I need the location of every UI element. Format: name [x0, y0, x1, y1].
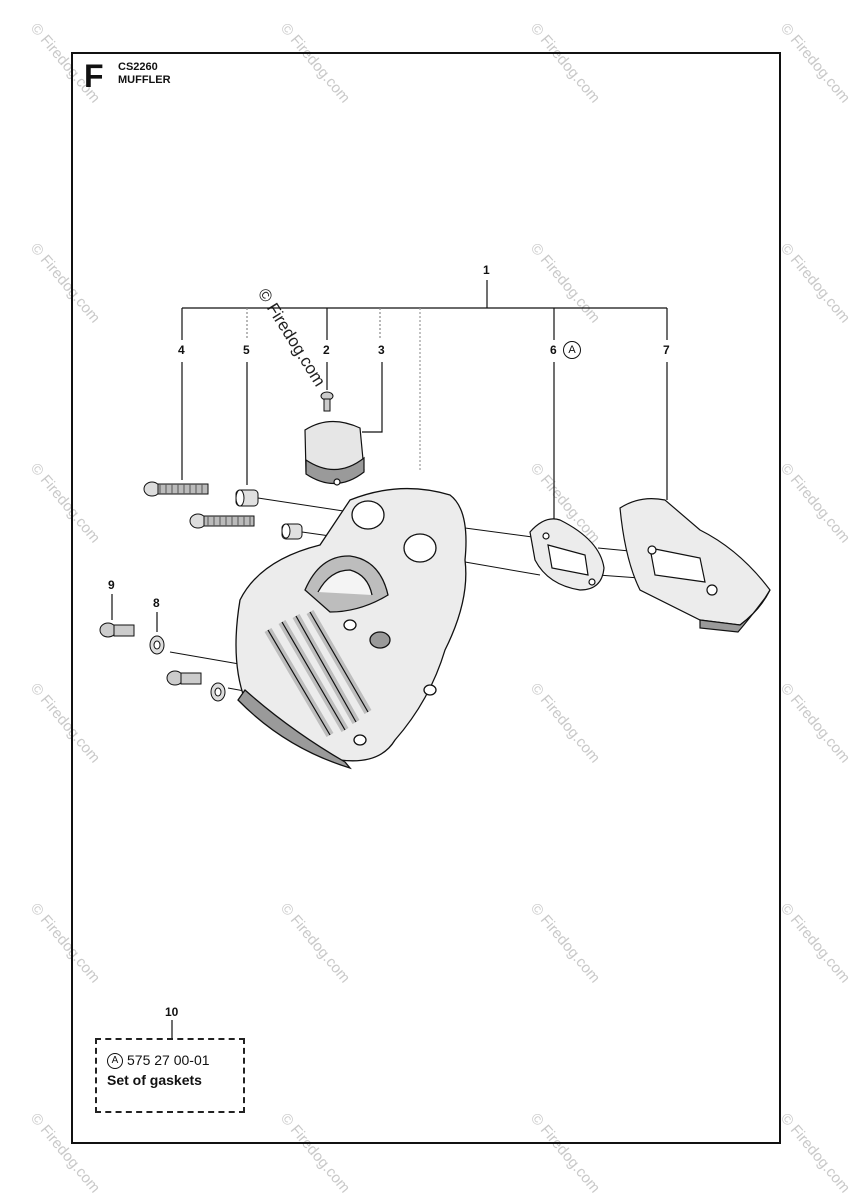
callout-9: 9 — [108, 578, 115, 592]
bolt-part-4b — [189, 513, 255, 529]
kit-description: Set of gaskets — [107, 1072, 202, 1088]
callout-10: 10 — [165, 1005, 179, 1019]
callout-8: 8 — [153, 596, 160, 610]
spark-screen-part-3 — [304, 420, 365, 486]
callout-2: 2 — [323, 343, 330, 357]
muffler-body — [235, 487, 467, 770]
gasket-kit-box: A 575 27 00-01 Set of gaskets — [95, 1038, 245, 1113]
callout-5: 5 — [243, 343, 250, 357]
callout-6: 6 — [550, 343, 557, 357]
callout-3: 3 — [378, 343, 385, 357]
bolt-part-4 — [143, 481, 209, 497]
kit-ref-a-badge: A — [563, 341, 581, 359]
screw-part-2 — [320, 391, 334, 412]
page-frame — [71, 52, 781, 1144]
heat-shield-part-7 — [619, 498, 771, 633]
callout-4: 4 — [178, 343, 185, 357]
callout-1: 1 — [483, 263, 490, 277]
model-number: CS2260 — [118, 61, 158, 73]
section-letter: F — [84, 58, 104, 94]
washer-part-8 — [149, 635, 226, 702]
kit-ref-badge: A — [107, 1053, 123, 1069]
spacer-part-5 — [235, 489, 303, 540]
gasket-part-6 — [529, 518, 605, 591]
kit-part-number: 575 27 00-01 — [127, 1052, 210, 1068]
bolt-part-9 — [99, 622, 202, 686]
section-title: MUFFLER — [118, 74, 171, 86]
callout-7: 7 — [663, 343, 670, 357]
